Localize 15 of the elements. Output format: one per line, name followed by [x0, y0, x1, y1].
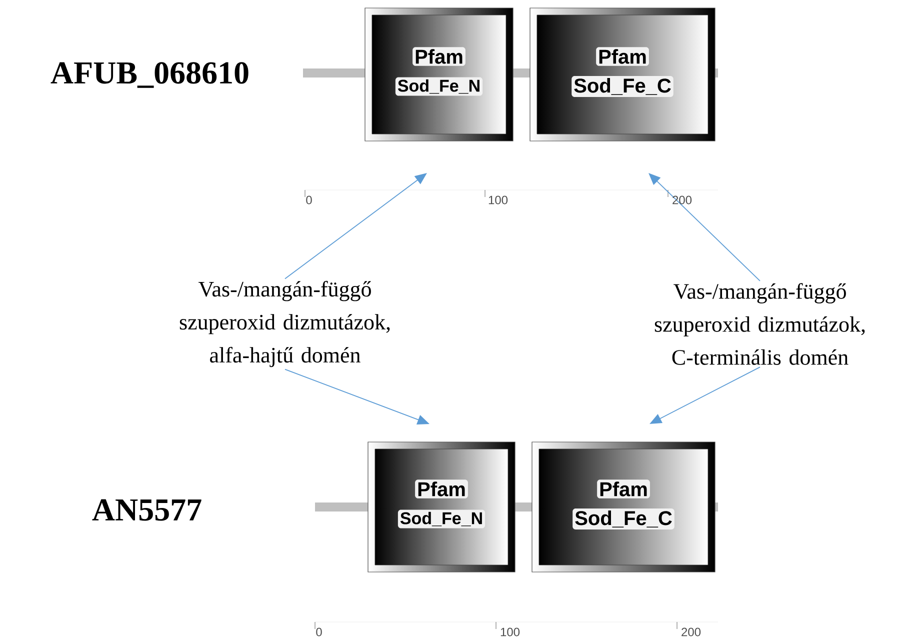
scale-number: 200	[682, 628, 701, 636]
protein-name: AN5577	[92, 499, 202, 521]
scale-number: 100	[488, 196, 508, 204]
protein-name: AFUB_068610	[50, 62, 248, 88]
annotation-text: Vas-/mangán-függő szuperoxid dizmutázok, C-terminális domén	[654, 283, 865, 365]
scale-number: 100	[500, 628, 520, 636]
domain-box: Pfam Sod_Fe_N	[364, 8, 514, 142]
annotation-text: Vas-/mangán-függő szuperoxid dizmutázok, alfa-hajtű domén	[180, 280, 390, 368]
arrow	[284, 173, 427, 280]
domain-box: Pfam Sod_Fe_N	[368, 442, 516, 572]
domain-box: Pfam Sod_Fe_C	[532, 442, 716, 572]
scale-number: 0	[306, 196, 312, 204]
domain-box: Pfam Sod_Fe_C	[530, 8, 716, 142]
arrow	[648, 173, 760, 282]
scale-number: 0	[316, 628, 322, 636]
